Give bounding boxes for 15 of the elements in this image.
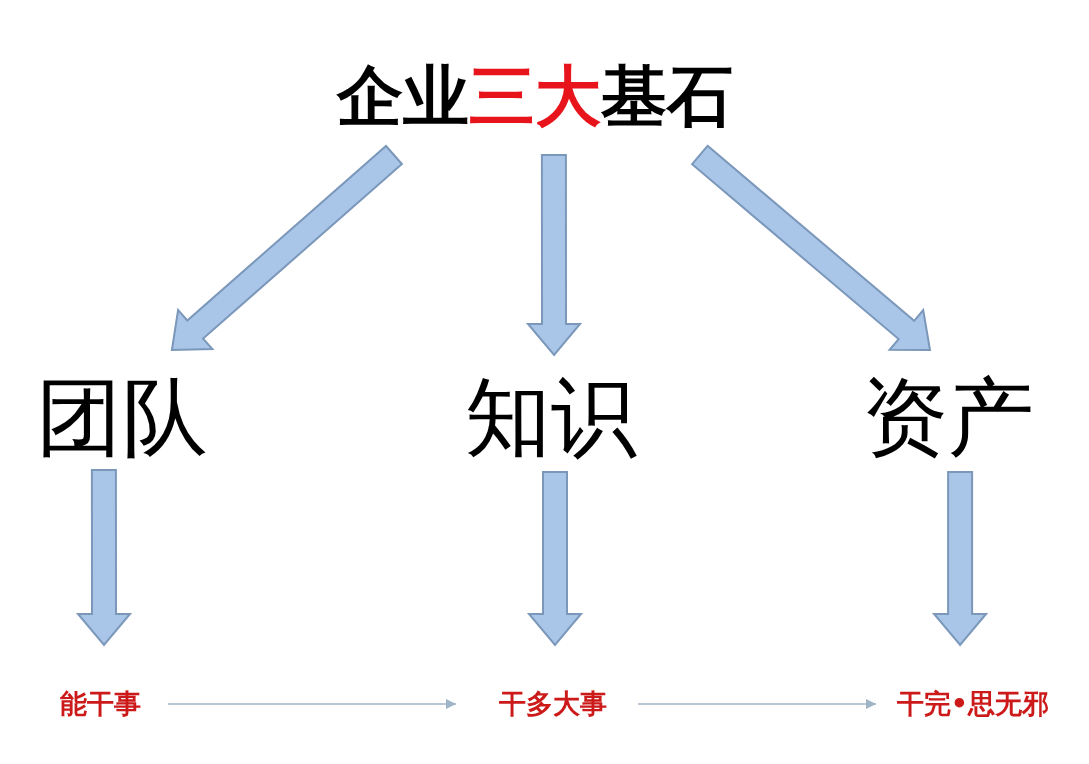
block-arrow [931,471,989,647]
arrow [167,699,457,709]
block-arrow [170,144,404,352]
category-label: 知识 [465,374,637,460]
result-label: 干完•思无邪 [896,689,1050,717]
title-text: 企业三大基石 [337,64,733,130]
block-arrow [526,471,584,647]
category-label: 团队 [36,374,208,460]
block-arrow [525,154,583,357]
block-arrow [75,469,133,647]
result-label: 能干事 [59,689,141,717]
category-label: 资产 [862,374,1034,460]
result-label: 干多大事 [499,689,607,717]
arrow [637,699,877,709]
block-arrow [690,144,932,351]
